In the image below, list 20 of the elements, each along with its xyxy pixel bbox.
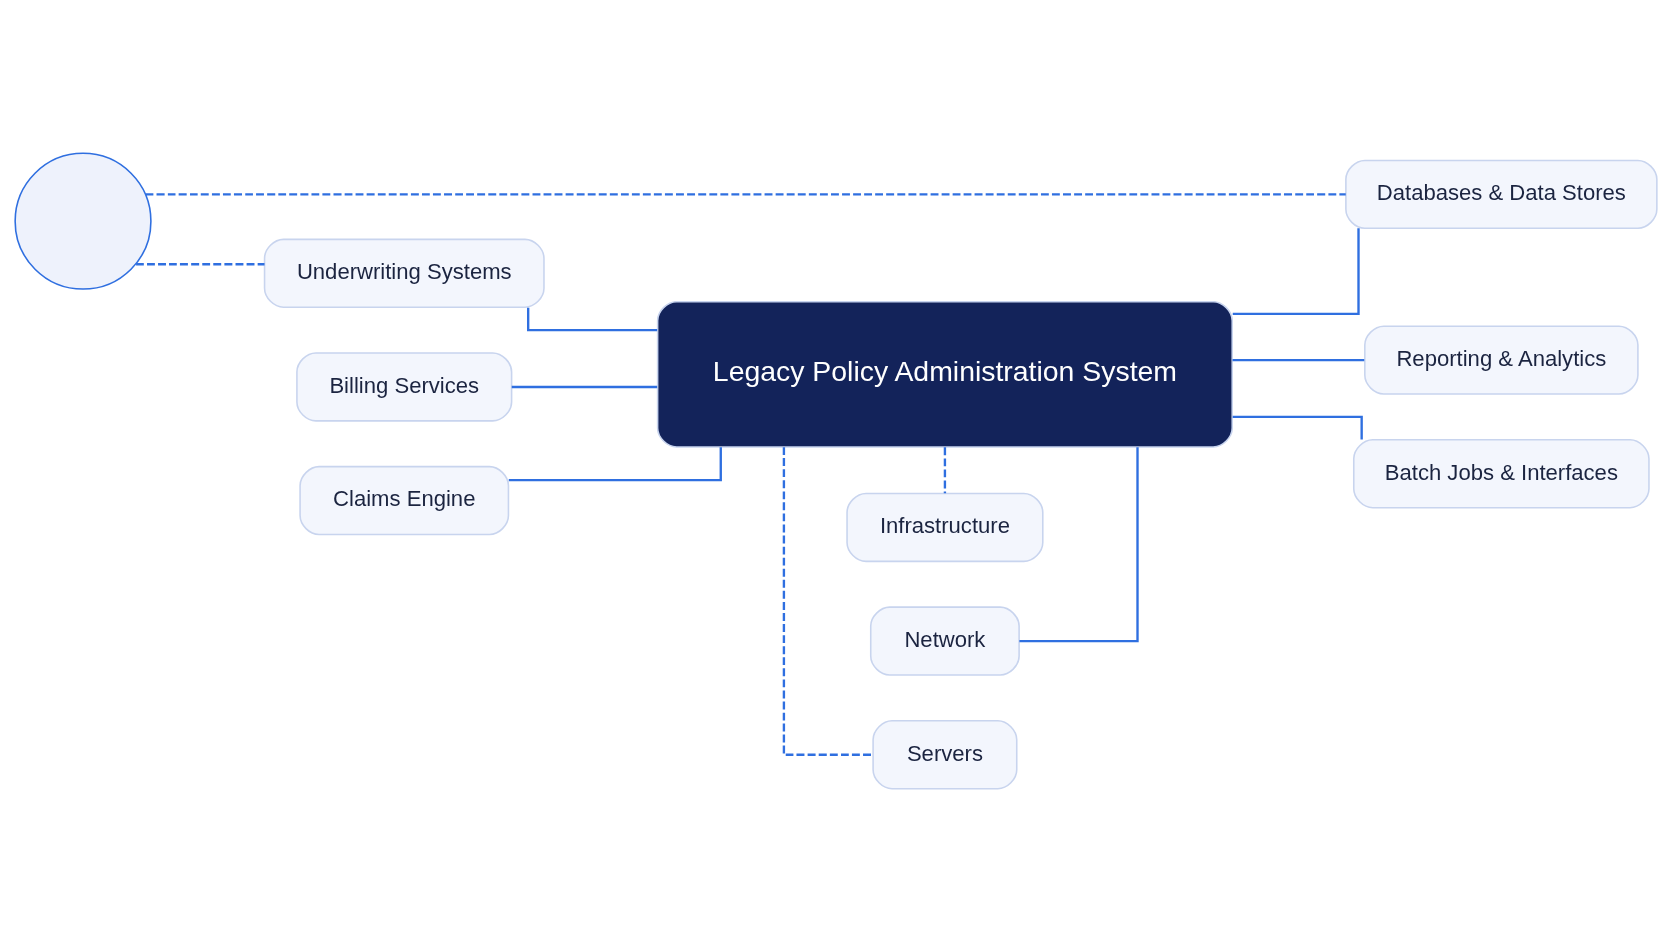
connector [508,446,722,481]
node-box: Billing Services [296,351,513,422]
node-box: Infrastructure [846,492,1044,562]
node-circle [14,152,152,290]
node-box: Batch Jobs & Interfaces [1353,438,1650,508]
node-box: Databases & Data Stores [1345,159,1658,229]
node-box: Servers [872,719,1018,789]
connector [145,192,1346,196]
connector [511,385,658,388]
connector [1019,446,1139,642]
connector [1232,227,1360,315]
node-box: Reporting & Analytics [1364,324,1639,395]
node-box: Claims Engine [299,465,510,535]
node-box: Underwriting Systems [263,238,545,308]
node-box: Legacy Policy Administration System [656,300,1233,448]
connector [136,262,265,265]
connector [1232,358,1365,361]
connector [782,446,873,756]
connector [943,446,947,493]
node-box: Network [869,605,1020,676]
